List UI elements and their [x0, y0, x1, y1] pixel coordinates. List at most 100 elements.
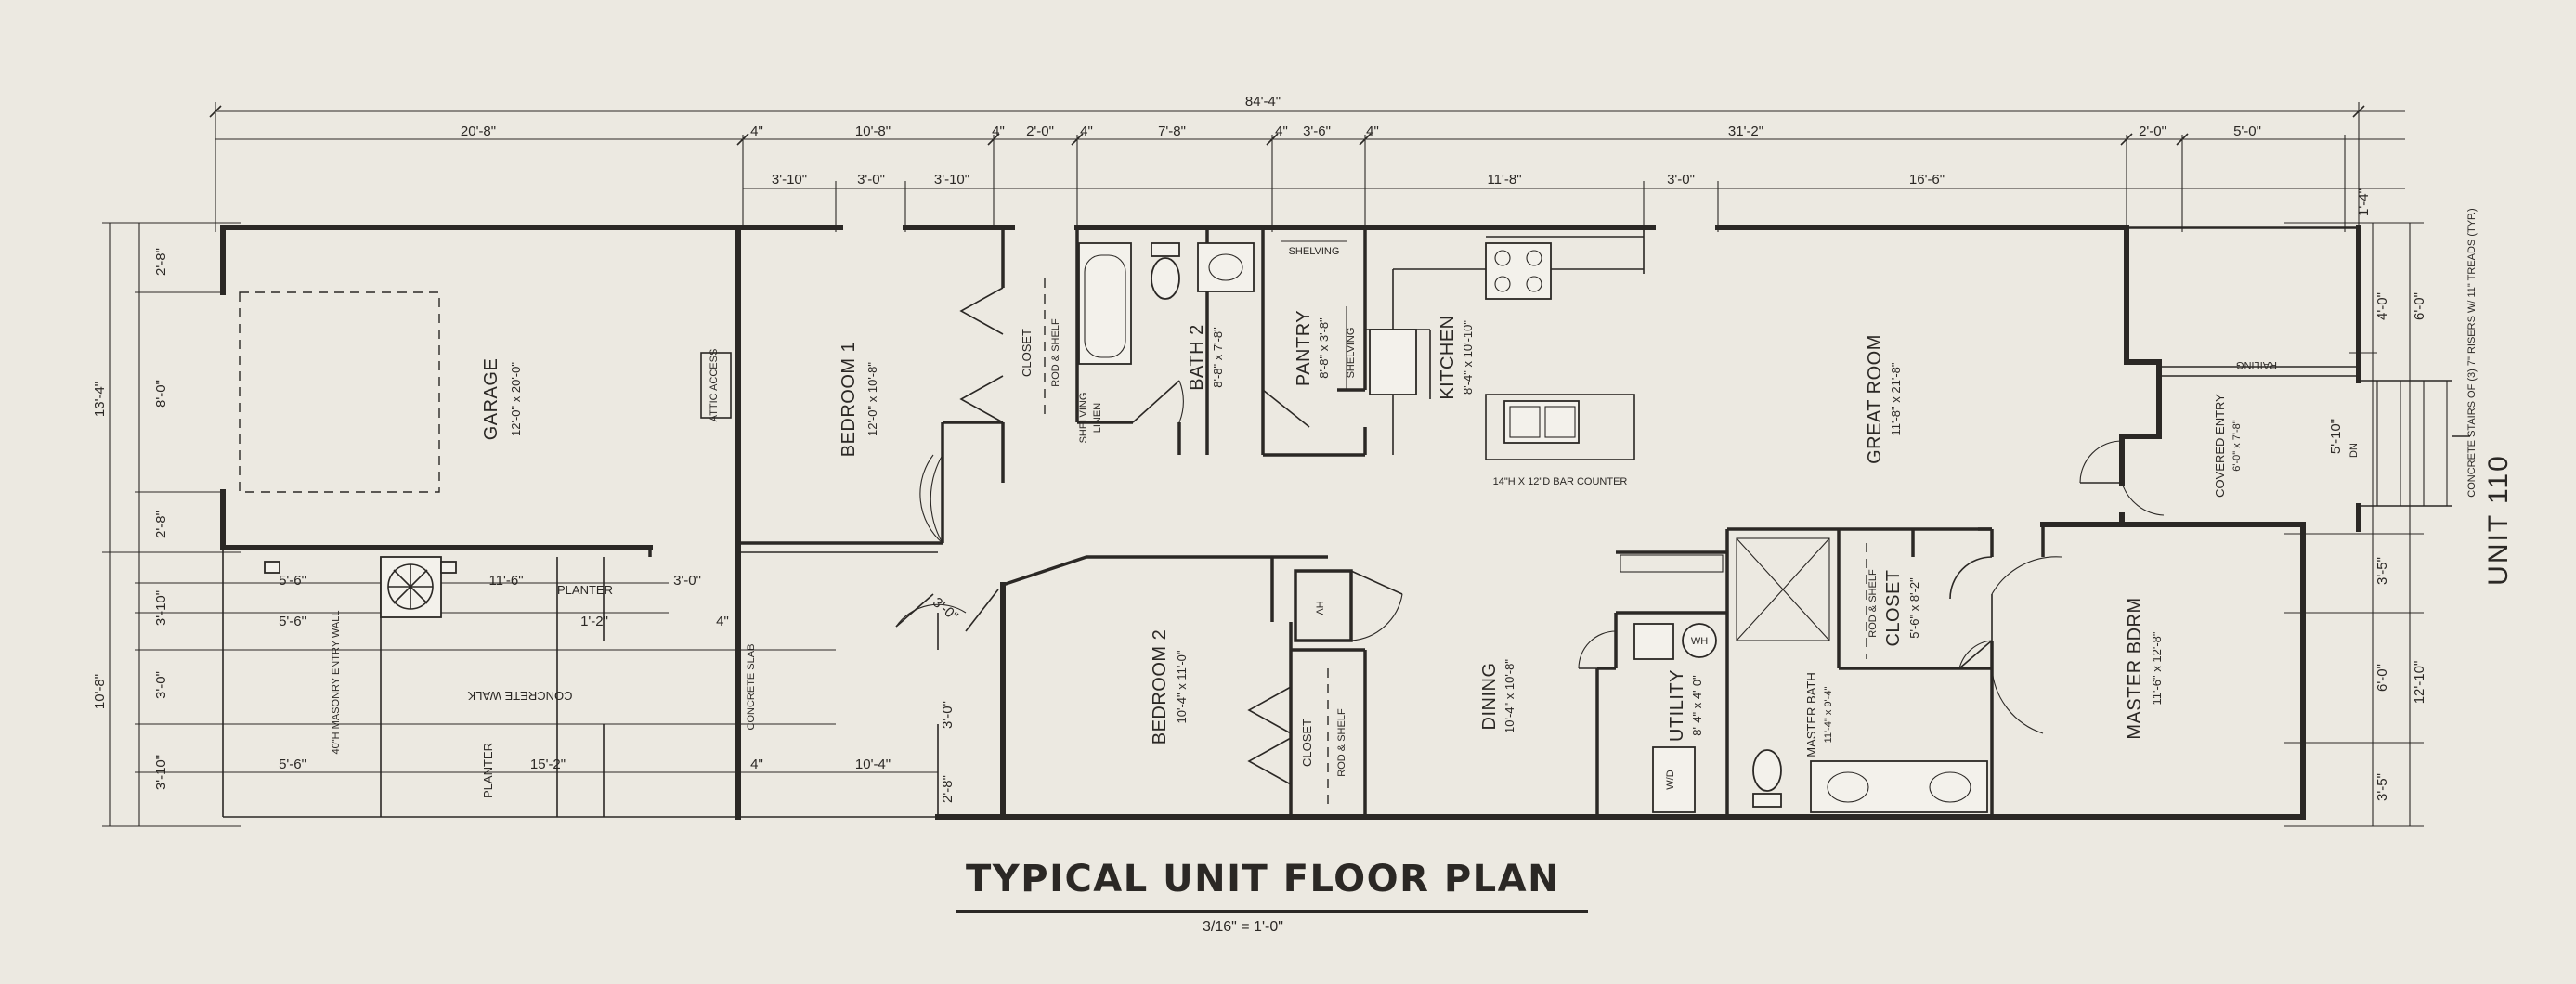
sink-icon [1197, 242, 1255, 292]
wd-label: W/D [1665, 770, 1676, 789]
master-bdrm-label: MASTER BDRM [2125, 597, 2145, 739]
attic-access-label: ATTIC ACCESS [709, 349, 720, 422]
dim-walk8: 15'-2" [530, 757, 566, 772]
dim-right-stair: 5'-10" [2328, 419, 2344, 454]
exterior-walls [220, 225, 2361, 820]
stairs-note: CONCRETE STAIRS OF (3) 7" RISERS W/ 11" … [2466, 208, 2478, 497]
refrigerator-icon [1369, 329, 1417, 395]
dim-door3: 2'-8" [940, 775, 956, 803]
covered-entry-label: COVERED ENTRY [2213, 394, 2227, 498]
shower-icon [1736, 537, 1830, 641]
dim-walk10: 10'-4" [855, 757, 891, 772]
dim-left-overall-lower: 10'-8" [92, 674, 108, 709]
bathtub-icon [1078, 242, 1132, 365]
linen-label: LINEN [1092, 403, 1103, 433]
dim-right-lower-1: 6'-0" [2374, 664, 2390, 692]
bedroom1-size: 12'-0" x 10'-8" [865, 362, 879, 436]
top-dimension-text: 84'-4" 20'-8" 4" 10'-8" 4" 2'-0" 4" 7'-8… [461, 94, 2372, 216]
dim-top-row3-6: 1'-4" [2356, 188, 2372, 216]
dim-left-upper-2: 2'-8" [153, 511, 169, 538]
bath2-size: 8'-8" x 7'-8" [1211, 327, 1225, 388]
entry-stairs [2359, 380, 2470, 507]
dim-walk3: 3'-0" [673, 573, 701, 589]
ah-label: AH [1315, 601, 1326, 615]
dim-door1: 3'-0" [930, 594, 961, 624]
master-bath-label: MASTER BATH [1804, 672, 1818, 757]
utility-sink-icon [1633, 623, 1674, 660]
pantry-size: 8'-8" x 3'-8" [1317, 317, 1331, 379]
bedroom2-label: BEDROOM 2 [1150, 629, 1170, 745]
dim-top-row3-4: 3'-0" [1667, 172, 1695, 188]
dim-top-row2-10: 31'-2" [1728, 123, 1763, 139]
fixtures [700, 240, 2470, 813]
left-dimension-lines [102, 222, 938, 827]
water-heater-icon [1682, 623, 1717, 658]
dim-walk7: 5'-6" [279, 757, 306, 772]
bedroom1-label: BEDROOM 1 [839, 342, 859, 458]
dim-top-row2-9: 4" [1366, 123, 1379, 139]
room-labels: GARAGE 12'-0" x 20'-0" BEDROOM 1 12'-0" … [481, 310, 2243, 757]
shelving-label-1: SHELVING [1078, 393, 1089, 444]
dim-walk9: 4" [750, 757, 763, 772]
dim-left-lower-1: 3'-0" [153, 671, 169, 699]
dim-top-row2-12: 5'-0" [2233, 123, 2261, 139]
bar-counter-label: 14"H X 12"D BAR COUNTER [1493, 476, 1628, 487]
garage-size: 12'-0" x 20'-0" [509, 362, 523, 436]
dim-walk4: 5'-6" [279, 614, 306, 629]
right-dimension-text: 4'-0" 6'-0" 12'-10" 3'-5" 6'-0" 3'-5" 5'… [2328, 292, 2427, 801]
misc-labels: CLOSET ROD & SHELF LINEN SHELVING SHELVI… [331, 208, 2514, 798]
planter-top-label: PLANTER [557, 583, 613, 597]
dim-top-row3-0: 3'-10" [772, 172, 807, 188]
closet2-rod: ROD & SHELF [1336, 708, 1347, 777]
scale-note: 3/16" = 1'-0" [1203, 919, 1283, 935]
dim-left-overall-upper: 13'-4" [92, 382, 108, 417]
great-room-label: GREAT ROOM [1865, 334, 1885, 464]
dim-right-upper-1: 6'-0" [2412, 292, 2427, 320]
concrete-walk-label: CONCRETE WALK [467, 689, 572, 703]
right-dimension-lines [2284, 222, 2424, 827]
garage-label: GARAGE [481, 358, 501, 441]
kitchen-label: KITCHEN [1438, 315, 1458, 399]
master-closet-label: CLOSET [1883, 569, 1904, 646]
doors [895, 287, 2165, 785]
closet3-rod: ROD & SHELF [1867, 569, 1879, 638]
dim-top-row2-4: 2'-0" [1026, 123, 1054, 139]
dim-top-row2-8: 3'-6" [1303, 123, 1331, 139]
dim-top-row2-0: 20'-8" [461, 123, 496, 139]
dim-right-overall: 12'-10" [2412, 661, 2427, 705]
dim-top-row2-7: 4" [1275, 123, 1288, 139]
garage-parking-outline [239, 291, 440, 493]
shelving-label-3: SHELVING [1346, 328, 1357, 379]
utility-size: 8'-4" x 4'-0" [1690, 675, 1704, 736]
washer-dryer-icon [1652, 746, 1696, 813]
concrete-slab-label: CONCRETE SLAB [746, 644, 757, 731]
master-toilet-icon [1752, 749, 1782, 808]
dim-door2: 3'-0" [940, 701, 956, 729]
interior-walls [648, 227, 2045, 817]
dim-right-lower-0: 3'-5" [2374, 557, 2390, 585]
kitchen-size: 8'-4" x 10'-10" [1461, 320, 1475, 395]
dim-walk2: 11'-6" [488, 573, 523, 589]
dim-top-row3-2: 3'-10" [934, 172, 969, 188]
range-icon [1485, 242, 1552, 300]
dim-top-row2-11: 2'-0" [2139, 123, 2166, 139]
dim-top-row2-6: 7'-8" [1158, 123, 1186, 139]
master-bath-size: 11'-4" x 9'-4" [1823, 687, 1834, 744]
ac-unit-icon [380, 556, 442, 618]
master-bdrm-size: 11'-6" x 12'-8" [2150, 631, 2164, 705]
dim-left-upper-0: 2'-8" [153, 248, 169, 276]
dim-walk1: 5'-6" [279, 573, 306, 589]
bath2-label: BATH 2 [1187, 324, 1207, 391]
shelving-label-2: SHELVING [1289, 246, 1340, 257]
overall-length-dim: 84'-4" [1245, 94, 1281, 110]
planter-bottom-label: PLANTER [481, 743, 495, 798]
utility-label: UTILITY [1667, 669, 1687, 742]
dim-walk6: 4" [716, 614, 729, 629]
hose-bib-icons [264, 561, 457, 574]
kitchen-sink-icon [1503, 400, 1580, 444]
dim-left-lower-0: 3'-10" [153, 590, 169, 626]
walkway-area [222, 548, 939, 818]
page-title: TYPICAL UNIT FLOOR PLAN [966, 858, 1561, 900]
wh-label: WH [1691, 636, 1708, 647]
great-room-size: 11'-8" x 21'-8" [1889, 362, 1903, 435]
